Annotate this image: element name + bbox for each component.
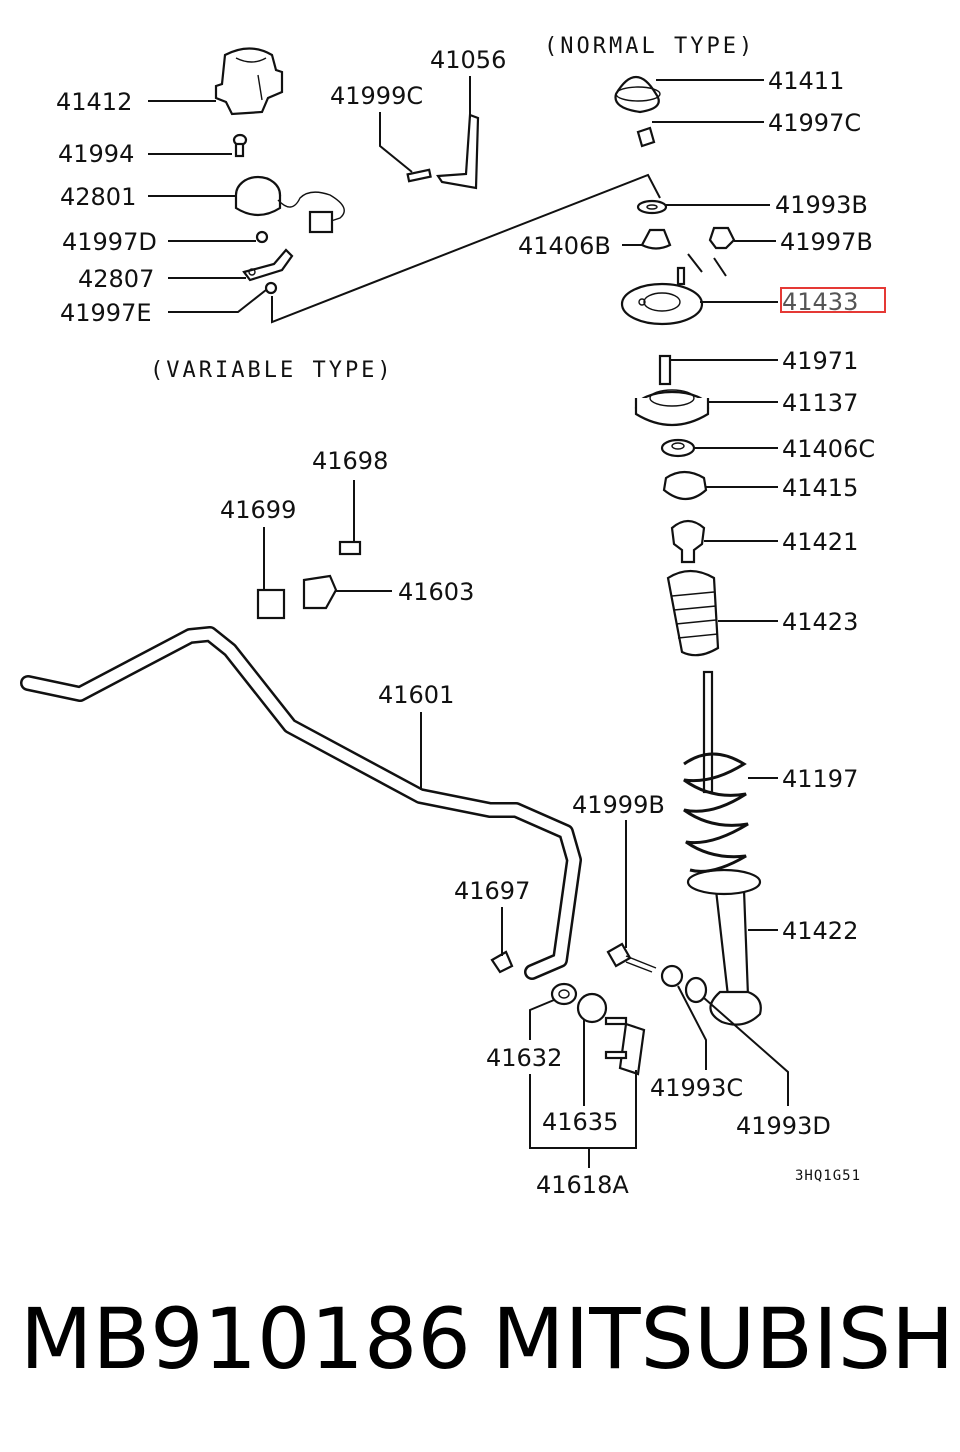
part-41056-bracket (436, 113, 480, 190)
part-41997E-nut (264, 281, 278, 295)
part-41421-bump-stopper (670, 519, 706, 564)
note-variable-type: (VARIABLE TYPE) (150, 358, 394, 383)
label-41635: 41635 (542, 1108, 618, 1136)
part-41412-actuator-cover (214, 47, 284, 116)
part-42801-actuator (234, 175, 345, 234)
part-41997D-nut (255, 230, 269, 244)
label-41412: 41412 (56, 88, 132, 116)
label-41056: 41056 (430, 46, 506, 74)
label-41993B: 41993B (775, 191, 868, 219)
part-41993C-washer (660, 964, 684, 988)
label-41411: 41411 (768, 67, 844, 95)
label-41993D: 41993D (736, 1112, 831, 1140)
label-41971: 41971 (782, 347, 858, 375)
part-41994-screw (232, 133, 248, 158)
label-41999C: 41999C (330, 82, 423, 110)
label-41433: 41433 (782, 288, 858, 316)
leader-lines (148, 76, 789, 1168)
label-41993C: 41993C (650, 1074, 743, 1102)
label-41415: 41415 (782, 474, 858, 502)
part-41423-dust-cover (666, 569, 720, 657)
label-41603: 41603 (398, 578, 474, 606)
label-41697: 41697 (454, 877, 530, 905)
label-42801: 42801 (60, 183, 136, 211)
part-41699-bushing (256, 588, 286, 620)
label-41999B: 41999B (572, 791, 665, 819)
part-41635-collar (576, 992, 608, 1024)
drawing-code: 3HQ1G51 (795, 1168, 861, 1184)
label-41997B: 41997B (780, 228, 873, 256)
part-41433-upper-mount (620, 266, 704, 326)
part-41618A-link (604, 1016, 646, 1076)
part-41406C-bushing (660, 438, 696, 458)
part-41993B-washer (636, 199, 668, 215)
part-41999B-bolt (606, 942, 657, 973)
part-41603-bracket (302, 574, 338, 610)
label-41618A: 41618A (536, 1171, 629, 1199)
suspension-parts-diagram: (NORMAL TYPE) (VARIABLE TYPE) 3HQ1G51 41… (20, 34, 886, 1199)
part-41997B-nut (708, 226, 736, 250)
part-41197-coil-spring (683, 752, 749, 873)
part-41999C-bolt (406, 168, 432, 183)
label-41421: 41421 (782, 528, 858, 556)
part-41698-bolt (338, 540, 362, 556)
label-41601: 41601 (378, 681, 454, 709)
part-number: MB910186 (20, 1290, 471, 1388)
label-41997C: 41997C (768, 109, 861, 137)
part-41406B-bushing (640, 228, 672, 250)
brand-name: MITSUBISHI (492, 1290, 960, 1388)
label-41137: 41137 (782, 389, 858, 417)
part-41997C-nut (636, 126, 656, 148)
part-41632-bushing (550, 982, 578, 1006)
note-normal-type: (NORMAL TYPE) (544, 34, 755, 59)
part-41137-mount-insulator (634, 389, 710, 426)
part-41971-nut (658, 354, 672, 386)
part-41601-stabilizer-bar (20, 626, 582, 980)
part-41415-bump-seat (662, 470, 708, 501)
label-41632: 41632 (486, 1044, 562, 1072)
part-42807-bracket (242, 248, 294, 282)
label-41406B: 41406B (518, 232, 611, 260)
footer-caption: MB910186 MITSUBISHI (20, 1290, 960, 1390)
label-41423: 41423 (782, 608, 858, 636)
label-41197: 41197 (782, 765, 858, 793)
part-41411-cap (614, 76, 661, 114)
label-41699: 41699 (220, 496, 296, 524)
label-42807: 42807 (78, 265, 154, 293)
label-41698: 41698 (312, 447, 388, 475)
label-41406C: 41406C (782, 435, 875, 463)
highlight-box-41433 (780, 287, 886, 313)
label-41994: 41994 (58, 140, 134, 168)
part-41993D-washer (684, 976, 708, 1004)
label-41422: 41422 (782, 917, 858, 945)
label-41997D: 41997D (62, 228, 157, 256)
label-41997E: 41997E (60, 299, 152, 327)
